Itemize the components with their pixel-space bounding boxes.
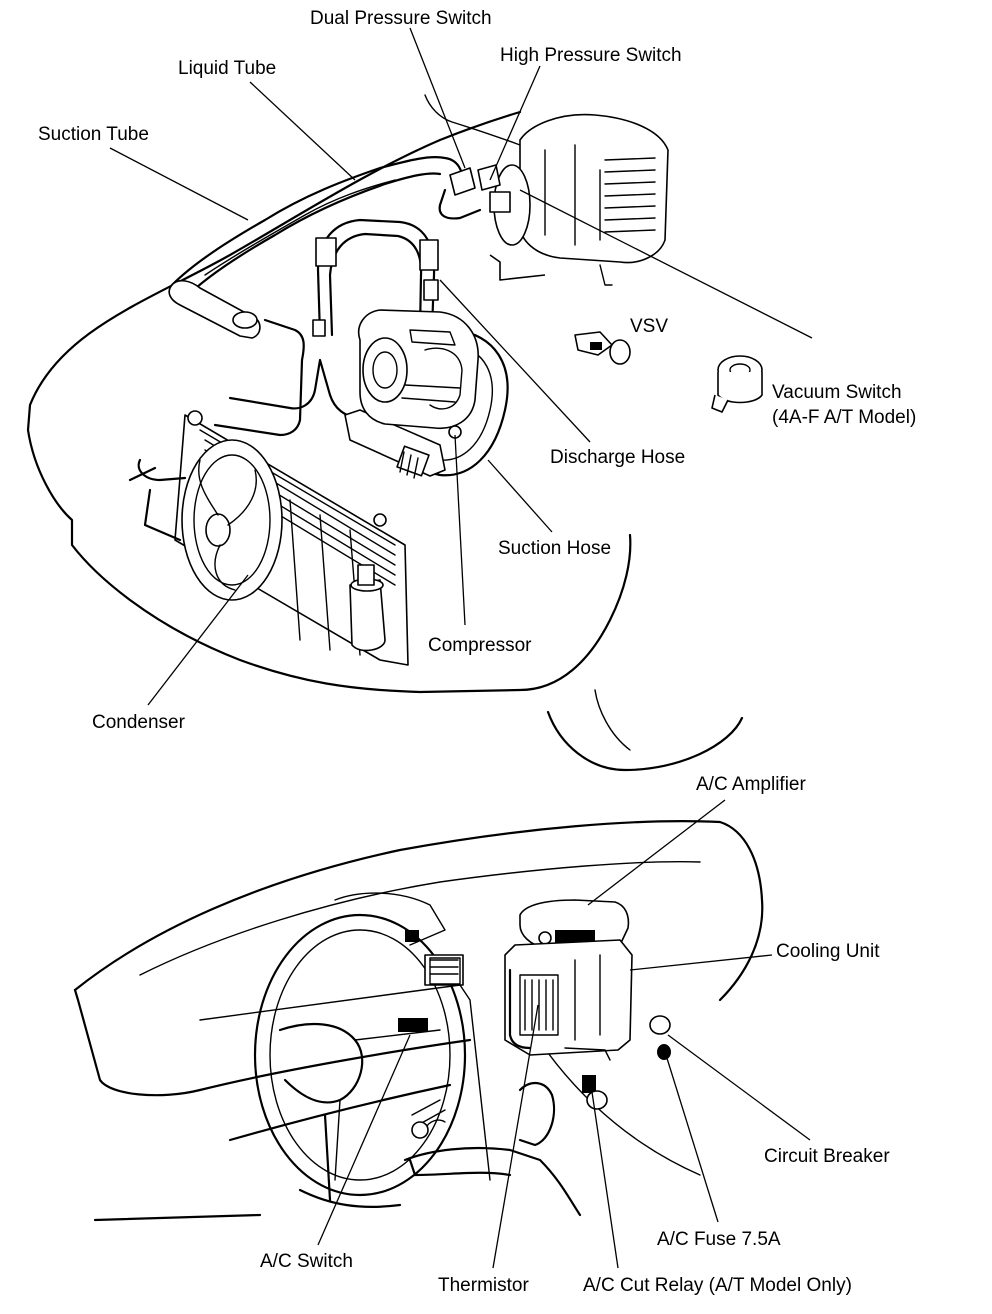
vsv-icon: [574, 331, 631, 365]
vehicle-body-outline: [26, 110, 522, 694]
label-dual-pressure-switch: Dual Pressure Switch: [310, 8, 492, 29]
label-thermistor: Thermistor: [438, 1275, 529, 1296]
label-vsv: VSV: [630, 316, 668, 337]
ac-amplifier-icon: [519, 899, 630, 949]
label-discharge-hose: Discharge Hose: [550, 447, 685, 468]
engine-bay-illustration: [26, 94, 763, 772]
label-ac-switch: A/C Switch: [260, 1251, 353, 1272]
vacuum-switch-icon: [711, 355, 763, 413]
liquid-line-to-condenser: [213, 318, 305, 437]
suction-tube-pipe-edge: [183, 172, 442, 300]
dashboard-top-inner: [139, 861, 701, 976]
dashboard-top-outline: [73, 820, 764, 992]
label-circuit-breaker: Circuit Breaker: [764, 1146, 890, 1167]
label-ac-amplifier: A/C Amplifier: [696, 774, 806, 795]
fender-lower-edge: [518, 533, 632, 692]
wheel-arch-inner: [594, 689, 631, 751]
label-ac-fuse: A/C Fuse 7.5A: [657, 1229, 781, 1250]
liquid-tube-pipe: [204, 179, 396, 276]
dashboard-illustration: [73, 820, 764, 1222]
hose-crimp-bands: [312, 237, 439, 337]
knee-bolster: [518, 1082, 556, 1147]
instrument-cluster: [334, 892, 464, 986]
suction-hose-crimps: [396, 445, 430, 479]
label-condenser: Condenser: [92, 712, 186, 733]
condenser-fan: [181, 439, 283, 601]
label-suction-hose: Suction Hose: [498, 538, 611, 559]
suction-hose-loop: [408, 328, 509, 477]
dashboard-labels: A/C Amplifier Cooling Unit Circuit Break…: [260, 774, 890, 1296]
compressor-body: [358, 309, 479, 439]
label-liquid-tube: Liquid Tube: [178, 58, 276, 79]
ac-switch-icon: [398, 1018, 428, 1032]
cooling-unit-fins: [524, 979, 554, 1031]
pressure-switches: [438, 164, 511, 220]
steering-wheel: [253, 913, 467, 1208]
receiver-drier: [168, 279, 261, 339]
wheel-arch: [546, 710, 744, 772]
suction-tube-pipe: [170, 156, 464, 287]
label-ac-cut-relay: A/C Cut Relay (A/T Model Only): [583, 1275, 852, 1296]
label-suction-tube: Suction Tube: [38, 124, 149, 145]
engine-bay-leaders: [109, 27, 813, 706]
console-outline: [403, 1146, 582, 1217]
engine-bay-labels: Dual Pressure Switch High Pressure Switc…: [38, 8, 916, 733]
dashboard-lower-outline: [73, 898, 764, 1097]
receiver-fitting: [232, 311, 258, 329]
evaporator-unit: [489, 113, 669, 286]
evaporator-fins: [604, 157, 656, 233]
label-high-pressure-switch: High Pressure Switch: [500, 45, 682, 66]
discharge-line-to-condenser: [228, 358, 357, 420]
label-cooling-unit: Cooling Unit: [776, 941, 880, 962]
label-compressor: Compressor: [428, 635, 532, 656]
label-vacuum-switch: Vacuum Switch: [772, 382, 902, 403]
cooling-unit-icon: [504, 939, 633, 1061]
ac-cut-relay-icon: [582, 1075, 608, 1110]
circuit-breaker-icon: [649, 1015, 671, 1060]
dashboard-vent: [411, 957, 461, 1139]
label-vacuum-switch-model: (4A-F A/T Model): [772, 407, 916, 428]
dashboard-leaders: [317, 799, 811, 1269]
condenser-assembly: [128, 410, 409, 666]
